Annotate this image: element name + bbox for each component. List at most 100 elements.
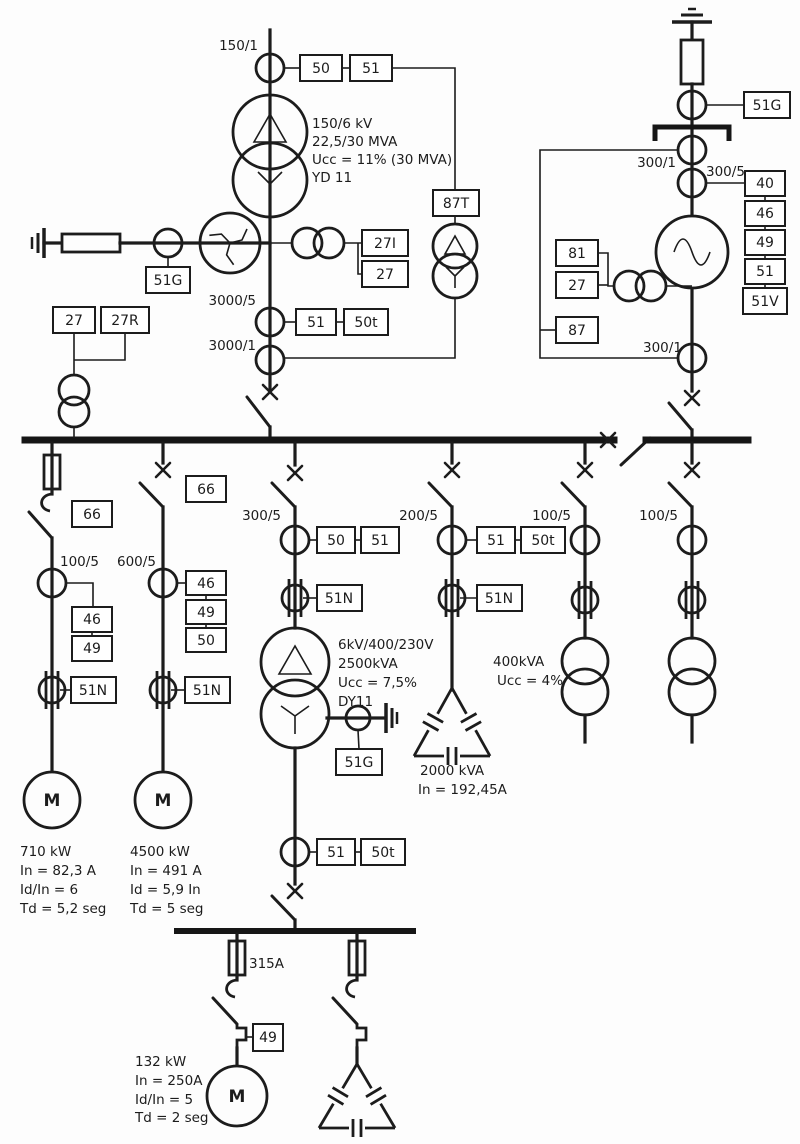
incomer-vt-branch: 27I 27: [270, 226, 409, 288]
svg-text:4500 kW: 4500 kW: [130, 844, 190, 860]
svg-text:M: M: [229, 1087, 246, 1107]
ct-ratio-label: 3000/1: [209, 338, 257, 354]
ct-ratio-label: 150/1: [219, 38, 258, 54]
motor-spec-text: 710 kW In = 82,3 A Id/In = 6 Td = 5,2 se…: [19, 844, 106, 917]
wye-winding-icon: [445, 266, 465, 288]
ct-ratio-label: 600/5: [117, 554, 156, 570]
motor-symbol: [133, 770, 193, 830]
breaker-x-mark: [443, 461, 461, 479]
ground-icon: [384, 703, 399, 733]
relay-box-87: [555, 316, 599, 344]
svg-text:50: 50: [197, 633, 215, 649]
ct-ratio-label: 100/5: [639, 508, 678, 524]
lv-feeder-motor-132: 315A 49 M 132 kW In = 250A Id/In = 5 Td …: [134, 932, 285, 1128]
relay-box-27: [361, 260, 409, 288]
vt-circles: [612, 269, 646, 303]
fuse-rating-label: 315A: [249, 956, 285, 972]
generator-branch: 51G 300/1 300/5 40 46 49 51 51V 81: [539, 7, 791, 440]
relay-box-87t: [432, 189, 480, 217]
wye-winding-icon: [280, 705, 310, 734]
svg-text:51N: 51N: [485, 591, 513, 607]
ct-circle: [569, 524, 601, 556]
svg-text:DY11: DY11: [338, 694, 373, 710]
vt-circles: [312, 226, 346, 260]
ct-circle: [676, 342, 708, 374]
breaker-x-mark: [261, 383, 279, 401]
svg-text:66: 66: [83, 507, 101, 523]
relay-box-50t: [520, 526, 566, 554]
svg-text:87: 87: [568, 323, 586, 339]
ct-ratio-label: 200/5: [399, 508, 438, 524]
delta-winding-icon: [252, 112, 288, 143]
svg-text:51: 51: [487, 533, 505, 549]
svg-text:22,5/30 MVA: 22,5/30 MVA: [312, 134, 398, 150]
relay-box-51: [476, 526, 516, 554]
svg-text:50t: 50t: [354, 315, 378, 331]
resistor-symbol: [679, 38, 705, 86]
svg-text:49: 49: [197, 605, 215, 621]
svg-text:51V: 51V: [751, 294, 779, 310]
ground-icon: [672, 7, 712, 24]
breaker-x-mark: [286, 882, 304, 900]
capacitor-bank-delta: [412, 687, 492, 765]
breaker-x-mark: [683, 461, 701, 479]
relay-box-51: [360, 526, 400, 554]
svg-text:87T: 87T: [443, 196, 470, 212]
bus-vt-branch: 27 27R: [52, 306, 150, 438]
disconnect-switch: [138, 481, 165, 509]
svg-text:49: 49: [259, 1030, 277, 1046]
transformer-spec-text: 150/6 kV 22,5/30 MVA Ucc = 11% (30 MVA) …: [311, 116, 452, 186]
relay-box-27: [52, 306, 96, 334]
svg-text:81: 81: [568, 246, 586, 262]
ct-ratio-label: 100/5: [532, 508, 571, 524]
ground-icon: [30, 228, 46, 258]
svg-text:Id = 5,9 In: Id = 5,9 In: [130, 882, 201, 898]
delta-winding-icon: [443, 234, 467, 255]
relay-box-51g: [335, 748, 383, 776]
svg-text:Td = 5,2 seg: Td = 5,2 seg: [19, 901, 106, 917]
capacitor-spec-text: 2000 kVA In = 192,45A: [418, 763, 508, 798]
svg-text:49: 49: [83, 641, 101, 657]
relay-box-46: [71, 606, 113, 633]
neutral-earthing-branch: 51G: [30, 211, 272, 294]
svg-text:Td = 5 seg: Td = 5 seg: [129, 901, 204, 917]
contactor-hook-icon: [40, 492, 53, 513]
svg-text:46: 46: [83, 612, 101, 628]
resistor-symbol: [60, 232, 122, 254]
feeder-tx-right: 100/5: [639, 441, 717, 744]
ct-circle: [676, 524, 708, 556]
svg-text:27: 27: [65, 313, 83, 329]
svg-text:46: 46: [197, 576, 215, 592]
svg-text:46: 46: [756, 206, 774, 222]
svg-text:40: 40: [756, 176, 774, 192]
svg-text:51G: 51G: [345, 755, 374, 771]
relay-box-27: [555, 271, 599, 299]
relay-box-51: [316, 838, 356, 866]
relay-box-50: [299, 54, 343, 82]
relay-box-51g: [145, 266, 191, 294]
svg-text:Id/In = 6: Id/In = 6: [20, 882, 78, 898]
vt-circles: [634, 269, 668, 303]
svg-text:In = 82,3 A: In = 82,3 A: [20, 863, 97, 879]
hv-incomer: 150/1 50 51 87T 150/6 kV 22,5/30 MVA: [30, 28, 480, 440]
disconnect-switch: [331, 996, 359, 1026]
thermal-relay-symbol: [235, 1024, 248, 1048]
svg-text:Ucc = 4%: Ucc = 4%: [497, 673, 563, 689]
svg-text:M: M: [155, 791, 172, 811]
transformer-spec-text: 400kVA Ucc = 4%: [493, 654, 563, 689]
relay-box-27i: [361, 229, 409, 257]
transformer-symbol: [259, 626, 331, 750]
ct-ratio-label: 300/5: [706, 164, 745, 180]
breaker-x-mark: [286, 464, 304, 482]
ct-ratio-label: 300/1: [643, 340, 682, 356]
disconnect-switch: [211, 996, 239, 1026]
relay-box-51g: [743, 91, 791, 119]
disconnect-switch: [427, 481, 454, 509]
svg-text:132 kW: 132 kW: [135, 1054, 186, 1070]
relay-box-50t: [360, 838, 406, 866]
svg-text:M: M: [44, 791, 61, 811]
disconnect-switch: [667, 401, 694, 432]
svg-text:51G: 51G: [753, 98, 782, 114]
